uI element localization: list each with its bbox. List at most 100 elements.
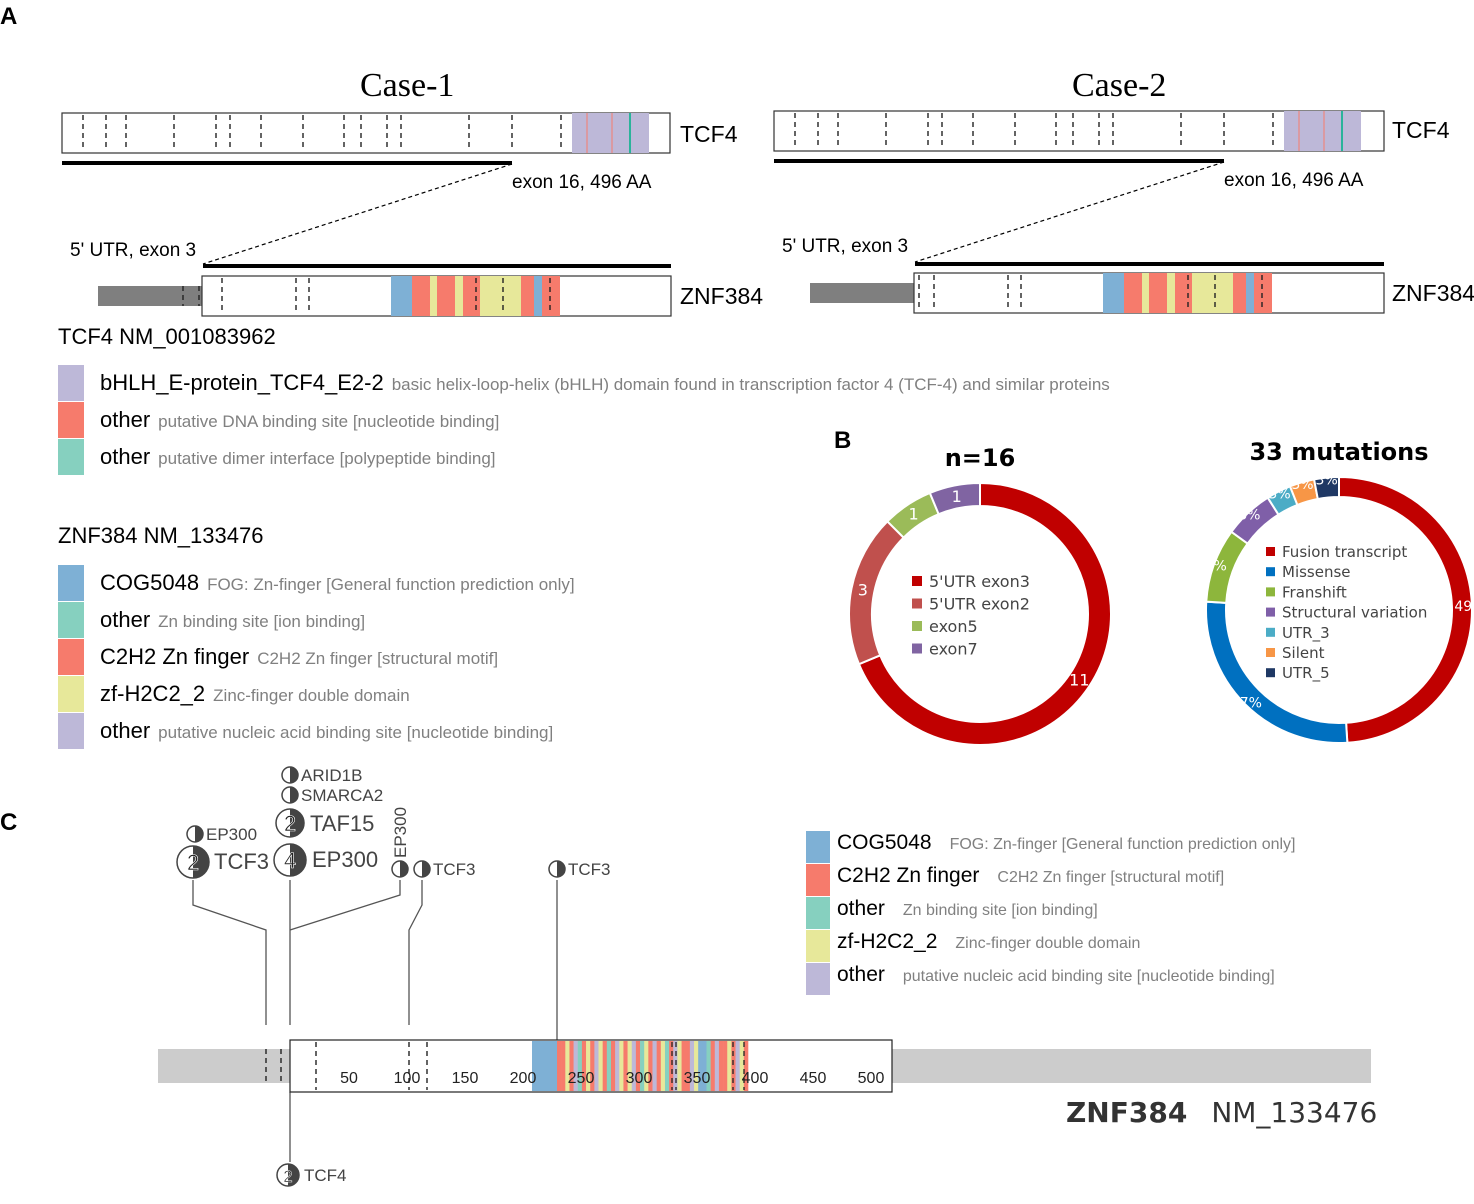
case1-znf-c2h2 bbox=[412, 276, 430, 316]
tick-label: 100 bbox=[394, 1070, 421, 1087]
tick-label: 150 bbox=[452, 1070, 479, 1087]
panel-c-letter: C bbox=[0, 809, 17, 836]
domain-stripe bbox=[652, 1041, 657, 1091]
legend-entry: Franshift bbox=[1282, 583, 1347, 601]
half-circle-pin-icon bbox=[548, 860, 566, 878]
domain-stripe bbox=[673, 1041, 678, 1091]
case2-znf-c2h2 bbox=[1124, 273, 1142, 313]
case2-fusion-link bbox=[914, 161, 1225, 263]
case2-tcf4-exon-boundaries bbox=[794, 113, 1274, 149]
case1-znf-breakpoint-label: 5' UTR, exon 3 bbox=[70, 240, 196, 261]
pin-label-smarca2: SMARCA2 bbox=[301, 786, 383, 805]
domain-stripe bbox=[706, 1041, 711, 1091]
legend-swatch bbox=[912, 643, 922, 654]
case1-znf-c2h2 bbox=[437, 276, 455, 316]
donut-slice-label: 27% bbox=[1231, 696, 1262, 712]
case1-znf-c2h2 bbox=[463, 276, 480, 316]
case1-title: Case-1 bbox=[360, 67, 454, 104]
legend-swatch bbox=[58, 365, 84, 401]
tick-label: 450 bbox=[800, 1070, 827, 1087]
domain-stripe bbox=[581, 1041, 587, 1091]
pin-label-tcf3-left: TCF3 bbox=[214, 849, 269, 874]
domain-stripe bbox=[606, 1041, 612, 1091]
pin-label-tcf3-right: TCF3 bbox=[568, 860, 611, 879]
case1-znf-cog-domain bbox=[534, 276, 542, 316]
domain-stripe bbox=[565, 1041, 570, 1091]
domain-stripe bbox=[698, 1041, 703, 1091]
domain-stripe bbox=[727, 1041, 732, 1091]
case2-tcf4-bar bbox=[773, 110, 1385, 152]
legend-swatch bbox=[1266, 567, 1275, 577]
domain-stripe bbox=[569, 1041, 574, 1091]
domain-stripe bbox=[648, 1041, 653, 1091]
domain-stripe bbox=[694, 1041, 699, 1091]
legend-swatch bbox=[1266, 587, 1275, 597]
domain-stripe bbox=[635, 1041, 641, 1091]
lollipop-pins: ARID1B SMARCA2 2 TAF15 EP300 2 TCF3 bbox=[176, 766, 611, 1187]
pin-count: 2 bbox=[187, 850, 199, 875]
donut-slice-label: 49% bbox=[1454, 599, 1474, 615]
case1-znf-zf bbox=[455, 276, 463, 316]
case2-znf-utr bbox=[810, 283, 914, 303]
legend-swatch bbox=[1266, 547, 1275, 556]
case1-znf-label: ZNF384 bbox=[680, 283, 763, 309]
domain-stripe bbox=[702, 1041, 707, 1091]
lollipop-stems bbox=[192, 880, 558, 1162]
legend-swatch bbox=[1266, 648, 1275, 657]
domain-stripe bbox=[627, 1041, 633, 1091]
donut-slice bbox=[928, 481, 981, 516]
donut-title: 33 mutations bbox=[1249, 438, 1428, 466]
half-circle-pin-icon bbox=[281, 786, 299, 804]
case1-znf-cog-domain bbox=[391, 276, 412, 316]
case1-tcf4-bar bbox=[61, 112, 671, 154]
half-circle-pin-icon bbox=[281, 766, 299, 784]
case2-tcf4-label: TCF4 bbox=[1392, 117, 1450, 143]
domain-stripe bbox=[602, 1041, 608, 1091]
exon-boundaries bbox=[265, 1042, 428, 1090]
donut-title: n=16 bbox=[945, 444, 1016, 472]
legend-entry: exon5 bbox=[929, 617, 978, 636]
case2-znf-cog-domain bbox=[1246, 273, 1254, 313]
legend-swatch bbox=[1266, 668, 1275, 678]
domain-stripe bbox=[660, 1041, 666, 1091]
legend-entry: 5'UTR exon3 bbox=[929, 572, 1030, 591]
pin-label-tcf3-mid: TCF3 bbox=[433, 860, 476, 879]
count-pin-icon: 4 bbox=[273, 843, 307, 877]
legend-entry: UTR_5 bbox=[1282, 664, 1330, 683]
domain-stripe bbox=[735, 1041, 740, 1091]
case1-znf-zf bbox=[499, 276, 521, 316]
donut-slice-label: 1 bbox=[909, 505, 919, 524]
donut-slice-label: 3 bbox=[858, 581, 868, 600]
legend-swatch bbox=[912, 621, 922, 631]
case1-znf-c2h2 bbox=[542, 276, 560, 316]
domain-stripe bbox=[631, 1041, 637, 1091]
case2-znf-c2h2 bbox=[1175, 273, 1192, 313]
case1-znf-zf bbox=[480, 276, 499, 316]
donut-slice-label: 6% bbox=[1238, 508, 1260, 524]
znf-legend-header: ZNF384 NM_133476 bbox=[58, 523, 263, 548]
tcf4-domain-legend: TCF4 NM_001083962 bHLH_E-protein_TCF4_E2… bbox=[58, 324, 1110, 475]
legend-swatch bbox=[58, 565, 84, 601]
domain-stripe bbox=[594, 1041, 599, 1091]
case1-znf-exon-boundaries bbox=[182, 278, 551, 314]
case2-znf-zf bbox=[1192, 273, 1211, 313]
donut-slice bbox=[857, 481, 1112, 746]
case2-znf-c2h2 bbox=[1149, 273, 1167, 313]
tick-label: 250 bbox=[568, 1070, 595, 1087]
domain-cog5048 bbox=[532, 1041, 557, 1091]
domain-stripe bbox=[685, 1041, 691, 1091]
donut-slice-label: 9% bbox=[1205, 559, 1227, 575]
tick-label: 500 bbox=[858, 1070, 885, 1087]
